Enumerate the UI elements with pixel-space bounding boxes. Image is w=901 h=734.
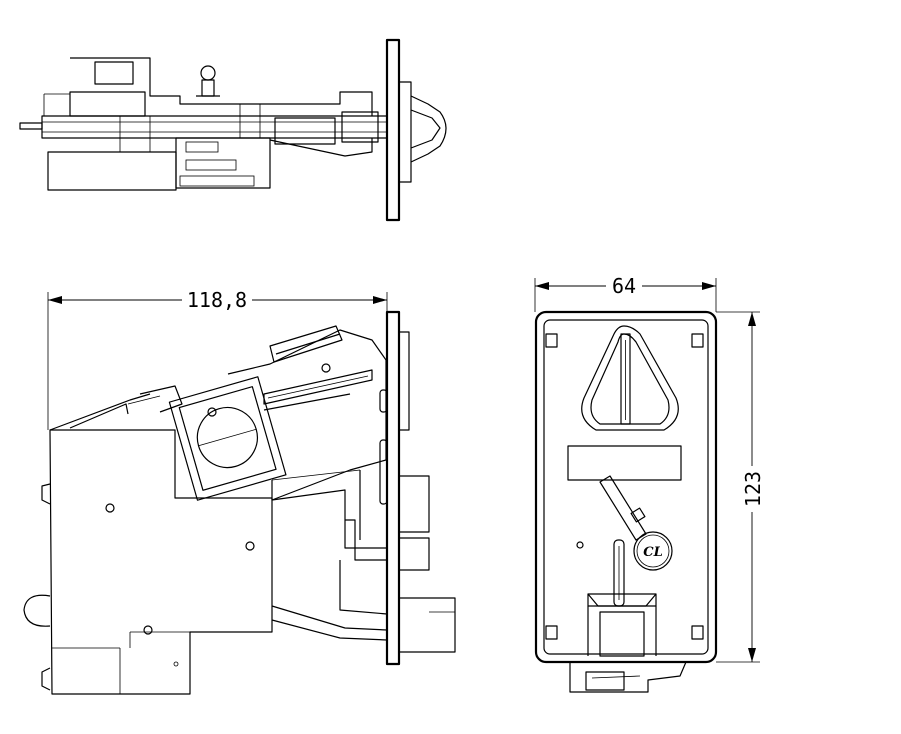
side-view: 118,8 xyxy=(23,288,456,695)
coin-slot-frame xyxy=(581,325,679,431)
top-view-body-block xyxy=(47,151,177,191)
dimension-label-width: 64 xyxy=(612,274,636,298)
logo-circle xyxy=(633,531,673,571)
label-window xyxy=(567,445,682,481)
top-view xyxy=(19,38,447,222)
front-view: 64 123 CL xyxy=(534,274,765,693)
return-lever xyxy=(599,475,647,541)
logo-text: CL xyxy=(643,545,663,560)
side-view-bezel xyxy=(385,310,401,666)
side-view-main-body xyxy=(49,429,273,695)
coin-slot xyxy=(620,333,631,425)
top-view-bezel xyxy=(385,38,401,222)
dimension-label-length: 118,8 xyxy=(187,288,247,312)
front-bezel xyxy=(534,310,718,664)
dimension-label-height: 123 xyxy=(741,471,765,507)
